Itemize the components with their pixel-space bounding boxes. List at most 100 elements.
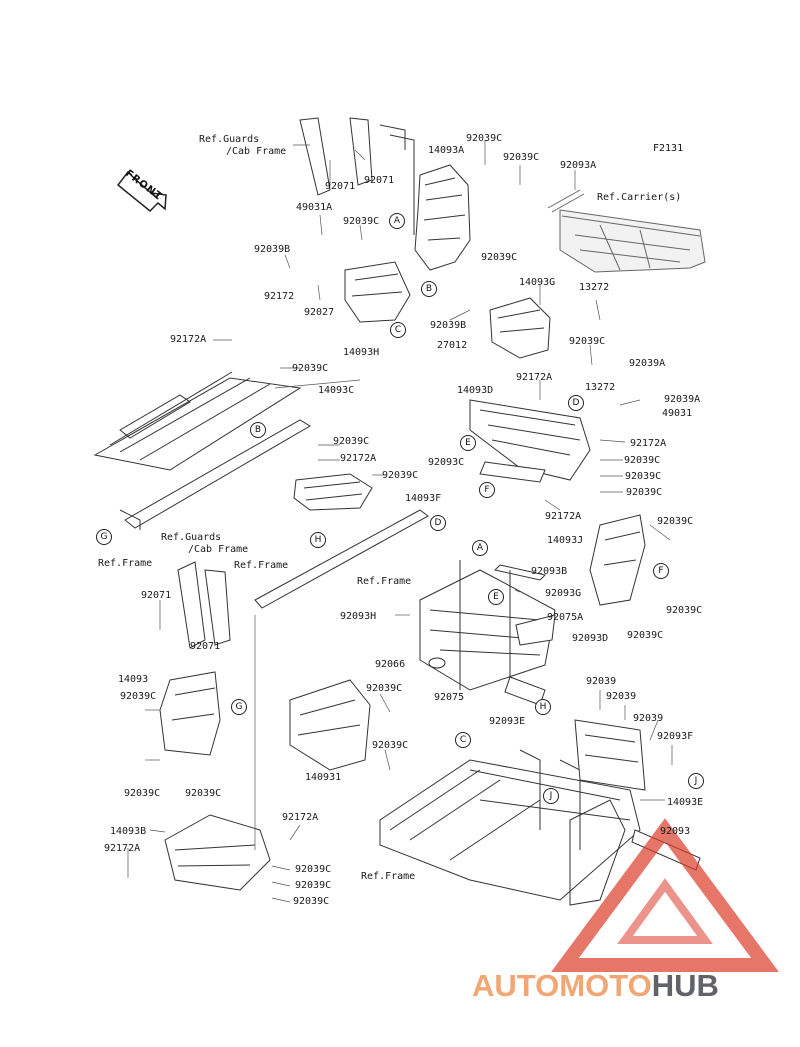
rail-d (254, 509, 429, 609)
watermark-part1: AUTOMOTO (472, 968, 652, 1003)
part-label-l-92039c-6: 92039C (292, 363, 329, 374)
callout-c-c-2: C (455, 732, 471, 748)
guard-14093a (414, 164, 471, 271)
guard-14093j (589, 514, 646, 606)
part-label-l-14093a: 14093A (428, 145, 465, 156)
part-label-l-92039c-8: 92039C (624, 455, 661, 466)
part-label-l-92039-1: 92039 (586, 676, 617, 687)
part-label-l-92172a-1: 92172A (170, 334, 207, 345)
floor-panel-14093c (93, 371, 302, 471)
block-92093d (515, 614, 556, 646)
part-label-l-14093f: 14093F (405, 493, 442, 504)
panel-14093e (574, 719, 646, 791)
part-label-ref-guards-top-1: Ref.Guards (199, 134, 260, 145)
guard-14093b (164, 814, 271, 891)
part-label-l-92039c-19: 92039C (185, 788, 222, 799)
part-label-l-14093h: 14093H (343, 347, 380, 358)
part-label-l-92093h: 92093H (340, 611, 377, 622)
part-label-l-92039c-2: 92039C (503, 152, 540, 163)
callout-c-d-2: D (430, 515, 446, 531)
part-label-l-13272-1: 13272 (579, 282, 610, 293)
part-label-l-92039a: 92039A (629, 358, 666, 369)
part-label-l-92039c-5: 92039C (569, 336, 606, 347)
part-label-l-13272-2: 13272 (585, 382, 616, 393)
part-label-l-92039b-2: 92039B (430, 320, 467, 331)
part-label-l-92071d: 92071 (190, 641, 221, 652)
watermark-triangle (551, 818, 779, 972)
part-label-l-92093a: 92093A (560, 160, 597, 171)
part-label-l-92172a-2: 92172A (516, 372, 553, 383)
carrier-bed (547, 189, 706, 273)
part-label-l-92039c-4: 92039C (481, 252, 518, 263)
guard-14093 (159, 671, 221, 756)
callout-c-d-1: D (568, 395, 584, 411)
part-label-l-92172-1: 92172 (264, 291, 295, 302)
part-label-l-92172a-6: 92172A (282, 812, 319, 823)
callout-c-c-1: C (390, 322, 406, 338)
callout-c-h-2: H (535, 699, 551, 715)
callout-c-f-2: F (653, 563, 669, 579)
part-label-l-27012: 27012 (437, 340, 468, 351)
part-label-l-14093: 14093 (118, 674, 149, 685)
part-label-l-14093d: 14093D (457, 385, 494, 396)
part-label-l-92071b: 92071 (364, 175, 395, 186)
part-label-l-92039-3: 92039 (633, 713, 664, 724)
part-label-l-92093: 92093 (660, 826, 691, 837)
part-label-l-92066: 92066 (375, 659, 406, 670)
part-label-l-ref-frame-4: Ref.Frame (361, 871, 416, 882)
callout-c-b-1: B (421, 281, 437, 297)
callout-c-j-2: J (688, 773, 704, 789)
part-label-l-92039c-10: 92039C (625, 471, 662, 482)
part-label-l-92075a: 92075A (547, 612, 584, 623)
part-label-l-92039c-22: 92039C (293, 896, 330, 907)
part-label-l-92071c: 92071 (141, 590, 172, 601)
part-label-l-92093g: 92093G (545, 588, 582, 599)
part-label-l-14093j: 14093J (547, 535, 584, 546)
part-label-l-ref-guards-2b: /Cab Frame (188, 544, 249, 555)
part-label-l-92093d: 92093D (572, 633, 609, 644)
part-label-l-14093b: 14093B (110, 826, 147, 837)
left-cab-posts (177, 561, 231, 649)
part-label-l-92039c-15: 92039C (120, 691, 157, 702)
part-label-l-92039c-12: 92039C (657, 516, 694, 527)
part-label-l-92039c-9: 92039C (382, 470, 419, 481)
part-label-l-92039c-16: 92039C (366, 683, 403, 694)
part-label-l-92039c-20: 92039C (295, 864, 332, 875)
part-label-l-92039-2: 92039 (606, 691, 637, 702)
part-label-l-ref-frame-2: Ref.Frame (234, 560, 289, 571)
part-label-l-92093e: 92093E (489, 716, 526, 727)
panel-14093g (489, 297, 551, 359)
part-label-l-92172a-7: 92172A (104, 843, 141, 854)
part-label-l-92027: 92027 (304, 307, 335, 318)
part-label-l-14093c: 14093C (318, 385, 355, 396)
part-label-l-92039a-2: 92039A (664, 394, 701, 405)
part-label-l-92039c-3: 92039C (343, 216, 380, 227)
front-arrow-icon (116, 170, 167, 213)
callout-c-j-1: J (543, 788, 559, 804)
callout-c-h-1: H (310, 532, 326, 548)
callout-c-a-1: A (389, 213, 405, 229)
part-label-l-92075: 92075 (434, 692, 465, 703)
part-label-ref-guards-top-2: /Cab Frame (226, 146, 287, 157)
strip-92093c (479, 461, 546, 483)
part-label-l-92039b-1: 92039B (254, 244, 291, 255)
part-label-l-ref-frame-3: Ref.Frame (357, 576, 412, 587)
leader-lines (127, 140, 673, 903)
part-label-l-92093f: 92093F (657, 731, 694, 742)
cross-rail-b (119, 419, 311, 530)
part-label-l-14093i: 140931 (305, 772, 342, 783)
callout-c-f-1: F (479, 482, 495, 498)
bracket-14093d (469, 399, 591, 481)
part-label-l-14093e: 14093E (667, 797, 704, 808)
part-label-l-92039c-21: 92039C (295, 880, 332, 891)
watermark-logo: AUTOMOTOHUB (472, 968, 719, 1004)
part-label-l-92172a-4: 92172A (630, 438, 667, 449)
part-label-l-92039c-18: 92039C (124, 788, 161, 799)
part-label-l-92039c-11: 92039C (626, 487, 663, 498)
part-label-l-92071a: 92071 (325, 181, 356, 192)
callout-c-a-2: A (472, 540, 488, 556)
part-label-l-49031: 49031 (662, 408, 693, 419)
guard-14093i (289, 679, 371, 771)
